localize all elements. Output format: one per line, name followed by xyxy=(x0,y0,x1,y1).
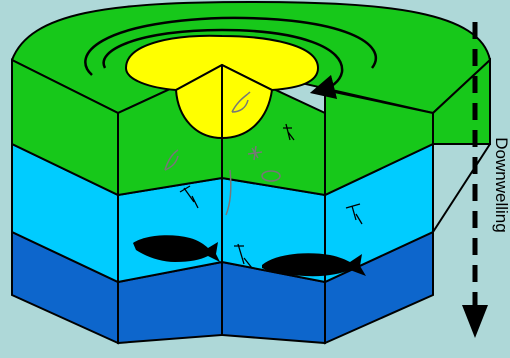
downwelling-label-wrap: Downwelling xyxy=(481,105,510,265)
downwelling-label: Downwelling xyxy=(491,137,510,232)
